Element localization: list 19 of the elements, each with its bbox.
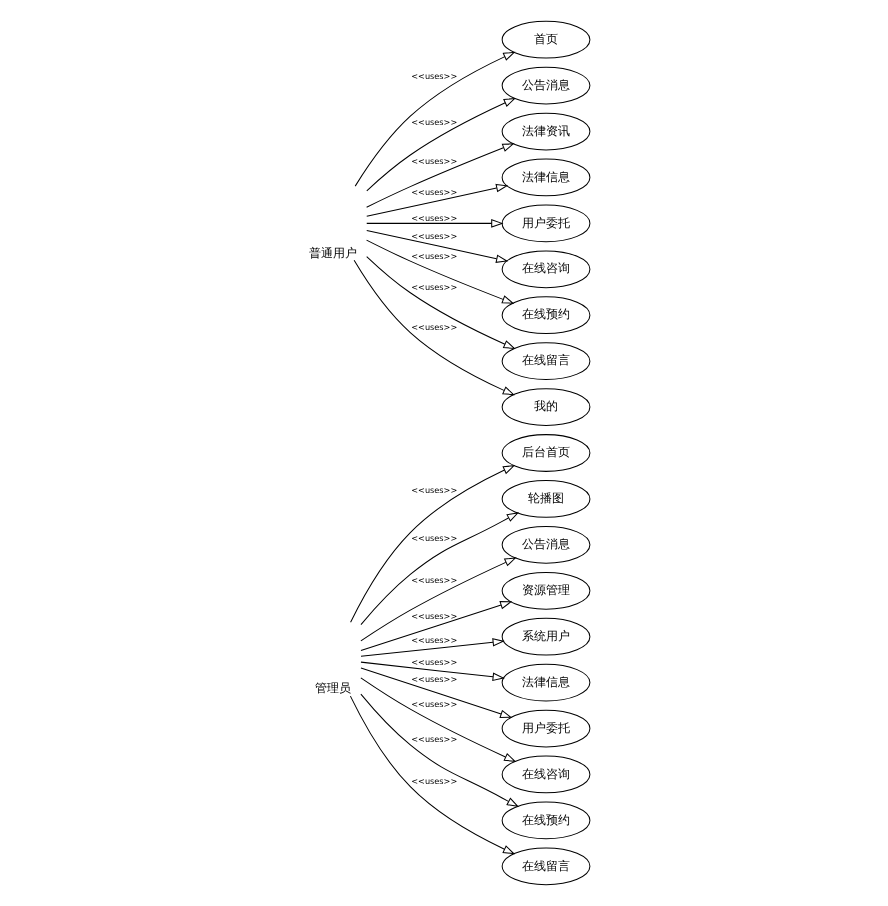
- arrow: [352, 259, 514, 396]
- arrow: [365, 97, 515, 192]
- arrow: [359, 667, 512, 719]
- arrow: [359, 601, 512, 651]
- arrow: [365, 229, 508, 263]
- arrow: [365, 183, 508, 217]
- arrow: [359, 661, 504, 682]
- arrow: [365, 219, 503, 228]
- arrow: [365, 143, 514, 208]
- arrow: [349, 465, 515, 623]
- arrow: [359, 693, 519, 808]
- arrow: [365, 256, 515, 350]
- arrow: [365, 239, 514, 304]
- arrow: [359, 677, 516, 762]
- arrow: [348, 695, 515, 855]
- arrow: [353, 51, 515, 187]
- arrow: [359, 512, 519, 626]
- arrow: [359, 638, 504, 657]
- arrow: [359, 557, 516, 642]
